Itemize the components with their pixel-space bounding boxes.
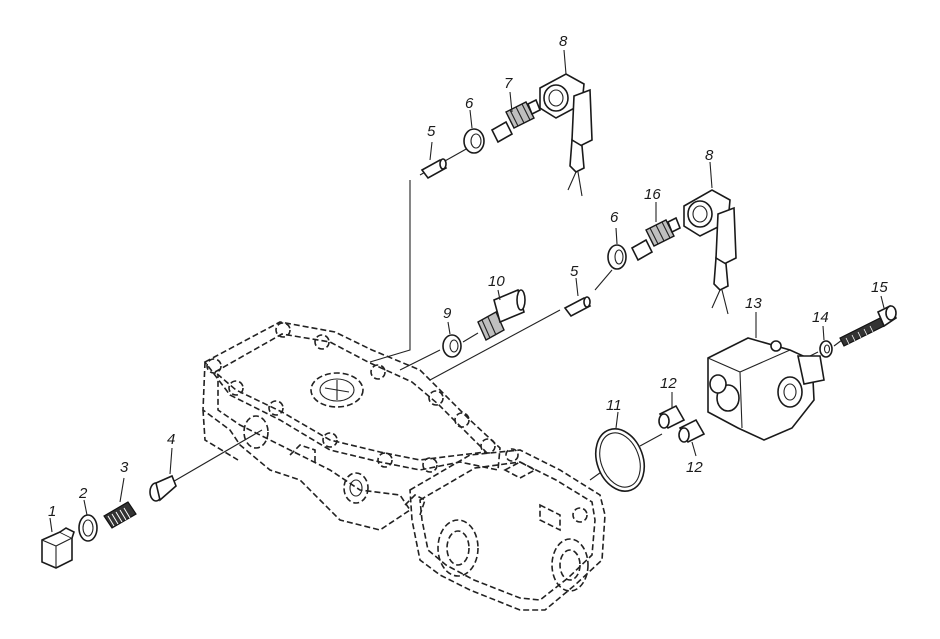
- housing-outline: [202, 321, 606, 611]
- callout-5a: 5: [427, 123, 436, 140]
- callout-leaders: [49, 49, 885, 533]
- callout-15: 15: [871, 279, 888, 296]
- part-sensor-10: [477, 288, 526, 341]
- part-oring-11: [594, 428, 646, 492]
- callout-3: 3: [120, 459, 129, 476]
- callout-16: 16: [644, 186, 661, 203]
- part-pin-5b: [563, 296, 592, 318]
- part-bolt-15: [839, 304, 898, 347]
- callout-5b: 5: [570, 263, 579, 280]
- callout-9: 9: [443, 305, 452, 322]
- callout-10: 10: [488, 273, 505, 290]
- callout-13: 13: [745, 295, 762, 312]
- part-spring-3: [103, 501, 137, 529]
- callout-14: 14: [812, 309, 829, 326]
- part-washer-14: [819, 340, 833, 358]
- callout-11: 11: [606, 397, 622, 414]
- part-dowel-12b: [678, 418, 706, 444]
- part-connector-8b: [683, 189, 737, 315]
- callout-8b: 8: [705, 147, 714, 164]
- part-connector-8a: [539, 73, 593, 197]
- part-pin-4: [149, 474, 177, 502]
- part-sensor-7: [490, 98, 542, 144]
- callout-6b: 6: [610, 209, 619, 226]
- part-ring-6a: [463, 128, 485, 154]
- callout-12a: 12: [660, 375, 677, 392]
- part-washer-2: [78, 514, 98, 542]
- callout-7: 7: [504, 75, 513, 92]
- part-plug-1: [41, 527, 75, 569]
- part-dowel-12a: [658, 404, 686, 430]
- part-sensor-16: [630, 216, 682, 262]
- callout-1: 1: [48, 503, 56, 520]
- part-pin-5a: [420, 158, 448, 180]
- callout-6a: 6: [465, 95, 474, 112]
- part-ring-6b: [607, 244, 627, 270]
- callout-2: 2: [78, 485, 88, 502]
- part-valve-block-13: [707, 337, 825, 441]
- part-washer-9: [442, 334, 462, 358]
- callout-12b: 12: [686, 459, 703, 476]
- callout-8a: 8: [559, 33, 568, 50]
- callout-4: 4: [167, 431, 175, 448]
